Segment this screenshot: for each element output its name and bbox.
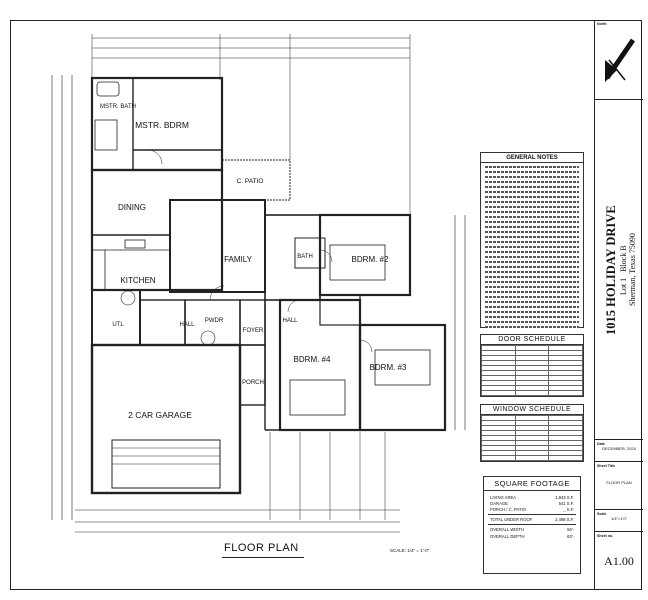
general-notes-title: GENERAL NOTES: [481, 153, 583, 163]
sqft-row-living: LIVING AREA 1,843 S.F.: [490, 494, 574, 500]
bedroom3-label: BDRM. #3: [370, 363, 407, 372]
kitchen-label: KITCHEN: [120, 276, 155, 285]
door-schedule-title: DOOR SCHEDULE: [481, 335, 583, 345]
master-bedroom-label: MSTR. BDRM: [135, 120, 189, 130]
master-bath-label: MSTR. BATH: [100, 104, 136, 110]
foyer-label: FOYER: [243, 328, 264, 334]
date-cell: Date DECEMBER, 2024: [595, 440, 643, 462]
square-footage-title: SQUARE FOOTAGE: [484, 477, 580, 491]
bath-label: BATH: [297, 254, 313, 260]
general-notes-panel: GENERAL NOTES: [480, 152, 584, 328]
sqft-row-porch: PORCH / C. PATIO _ S.F.: [490, 506, 574, 512]
project-address: 1015 HOLIDAY DRIVE Lot 1 Block B Sherman…: [604, 110, 637, 430]
window-schedule-title: WINDOW SCHEDULE: [481, 405, 583, 415]
sheet-number: A1.00: [604, 554, 634, 568]
bedroom4-label: BDRM. #4: [294, 355, 331, 364]
north-arrow-icon: [604, 38, 636, 82]
address-street: 1015 HOLIDAY DRIVE: [604, 205, 618, 335]
sqft-row-depth: OVERALL DEPTH 63'-: [490, 533, 574, 539]
family-label: FAMILY: [224, 255, 253, 264]
hall-label-1: HALL: [179, 322, 195, 328]
window-schedule: WINDOW SCHEDULE: [480, 404, 584, 462]
plan-scale: SCALE: 1/4" = 1'-0": [390, 548, 430, 553]
garage-label: 2 CAR GARAGE: [128, 410, 192, 420]
sqft-row-garage: GARAGE 541 S.F.: [490, 500, 574, 506]
address-city: Sherman, Texas 75090: [628, 233, 637, 307]
powder-label: PWDR: [205, 318, 224, 324]
address-lot-block: Lot 1 Block B: [619, 245, 628, 295]
plan-title: FLOOR PLAN: [224, 542, 299, 554]
window-schedule-table: [481, 415, 583, 461]
sqft-row-total: TOTAL UNDER ROOF 2,498 S.F.: [490, 517, 574, 523]
title-block: North Date DECEMBER, 2024 Sheet Title FL…: [594, 20, 643, 590]
door-schedule-table: [481, 345, 583, 396]
date-value: DECEMBER, 2024: [602, 446, 636, 451]
door-schedule: DOOR SCHEDULE: [480, 334, 584, 397]
hall-label-2: HALL: [282, 318, 298, 324]
square-footage-panel: SQUARE FOOTAGE LIVING AREA 1,843 S.F. GA…: [483, 476, 581, 574]
sheet-title-cell: Sheet Title FLOOR PLAN: [595, 462, 643, 510]
north-label: North: [597, 22, 607, 26]
sqft-row-width: OVERALL WIDTH 56'-: [490, 527, 574, 533]
scale-cell: Scale 1/4"=1'0": [595, 510, 643, 532]
porch-label: PORCH: [242, 380, 264, 386]
patio-label: C. PATIO: [237, 178, 264, 185]
utility-label: UTL: [112, 322, 124, 328]
plan-title-underline: [222, 557, 304, 558]
sheet-number-cell: Sheet no. A1.00: [595, 532, 643, 590]
address-cell: [595, 100, 643, 440]
sheet-title-value: FLOOR PLAN: [606, 480, 632, 485]
north-cell: North: [595, 20, 643, 100]
scale-value: 1/4"=1'0": [611, 516, 627, 521]
bedroom2-label: BDRM. #2: [352, 255, 389, 264]
dining-label: DINING: [118, 203, 146, 212]
drawing-sheet: [10, 20, 642, 590]
